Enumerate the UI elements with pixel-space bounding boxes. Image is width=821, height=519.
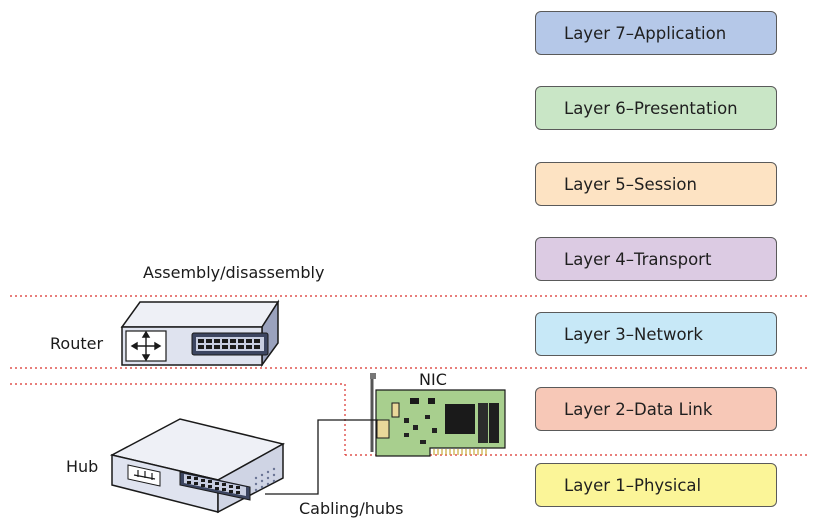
layer-7-label: Layer 7–Application [564, 23, 727, 43]
cable-line [265, 419, 378, 495]
hub-icon [109, 418, 286, 514]
layer-4-label: Layer 4–Transport [564, 249, 712, 269]
layer-2-box: Layer 2–Data Link [535, 387, 777, 431]
layer-7-box: Layer 7–Application [535, 11, 777, 55]
router-label: Router [50, 334, 104, 353]
layer-4-box: Layer 4–Transport [535, 237, 777, 281]
layer-1-box: Layer 1–Physical [535, 463, 777, 507]
layer-6-box: Layer 6–Presentation [535, 86, 777, 130]
layer-2-label: Layer 2–Data Link [564, 399, 713, 419]
nic-label: NIC [419, 370, 447, 389]
layer-5-box: Layer 5–Session [535, 162, 777, 206]
cabling-label: Cabling/hubs [299, 499, 404, 518]
layer-3-label: Layer 3–Network [564, 324, 703, 344]
assembly-label: Assembly/disassembly [143, 263, 325, 282]
nic-icon [370, 373, 506, 457]
hub-label: Hub [66, 457, 99, 476]
layer-5-label: Layer 5–Session [564, 174, 697, 194]
layer-3-box: Layer 3–Network [535, 312, 777, 356]
layer-1-label: Layer 1–Physical [564, 475, 702, 495]
layer-6-label: Layer 6–Presentation [564, 98, 738, 118]
router-icon [120, 299, 280, 368]
router-arrows-icon [130, 330, 162, 362]
